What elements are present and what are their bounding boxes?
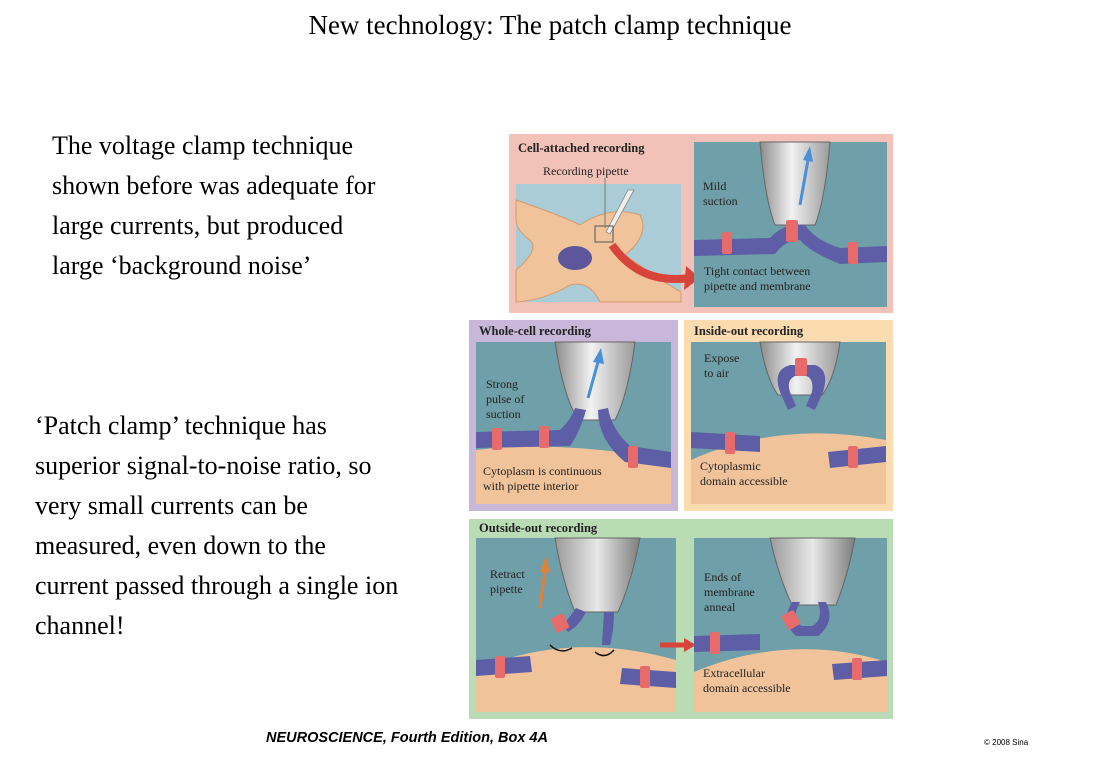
patch-clamp-figure: Cell-attached recording Recording pipett…	[469, 134, 893, 719]
svg-text:Mild: Mild	[703, 179, 726, 193]
label-expose: Expose	[704, 351, 739, 365]
footer-edition: Fourth Edition, Box 4A	[386, 730, 548, 746]
panel-cell-attached: Cell-attached recording Recording pipett…	[509, 134, 893, 313]
label-anneal: anneal	[704, 600, 736, 614]
svg-text:Strong: Strong	[486, 377, 518, 391]
panel-title-outside-out: Outside-out recording	[479, 521, 598, 535]
label-cytoplasmic: Cytoplasmic	[700, 459, 761, 473]
label-domain-accessible: domain accessible	[700, 474, 788, 488]
panel-outside-out: Outside-out recording Retract pipette En…	[469, 519, 893, 719]
svg-text:Cytoplasmic: Cytoplasmic	[700, 459, 761, 473]
panel-whole-cell: Whole-cell recording Strong pulse of suc…	[469, 320, 678, 511]
svg-text:Retract: Retract	[490, 567, 525, 581]
suction-arrow	[798, 159, 810, 206]
svg-text:pipette and membrane: pipette and membrane	[704, 279, 811, 293]
panel-title-inside-out: Inside-out recording	[694, 324, 804, 338]
svg-text:domain accessible: domain accessible	[700, 474, 788, 488]
svg-text:anneal: anneal	[704, 600, 736, 614]
recording-pipette-small	[605, 189, 635, 235]
svg-text:Extracellular: Extracellular	[703, 666, 765, 680]
svg-text:domain accessible: domain accessible	[703, 681, 791, 695]
label-extracellular: Extracellular	[703, 666, 765, 680]
label-suction: suction	[703, 194, 738, 208]
label-ends-of: Ends of	[704, 570, 741, 584]
paragraph-patch-clamp: ‘Patch clamp’ technique has superior sig…	[35, 411, 399, 640]
label-cytoplasm-2: with pipette interior	[483, 479, 578, 493]
nucleus	[558, 246, 592, 270]
retract-arrow	[538, 569, 547, 609]
panel-inside-out: Inside-out recording Expose to air Cytop…	[684, 320, 893, 511]
label-to-air: to air	[704, 366, 729, 380]
svg-text:Tight contact between: Tight contact between	[704, 264, 810, 278]
panel-title-cell-attached: Cell-attached recording	[518, 141, 645, 155]
svg-text:suction: suction	[703, 194, 738, 208]
label-mild: Mild	[703, 179, 726, 193]
footer-citation: NEUROSCIENCE, Fourth Edition, Box 4A	[266, 730, 548, 746]
label-strong: Strong	[486, 377, 518, 391]
svg-text:with pipette interior: with pipette interior	[483, 479, 578, 493]
svg-text:suction: suction	[486, 407, 521, 421]
svg-text:Cytoplasm is continuous: Cytoplasm is continuous	[483, 464, 602, 478]
panel-title-whole-cell: Whole-cell recording	[479, 324, 592, 338]
label-pulse-of: pulse of	[486, 392, 524, 406]
svg-text:pipette: pipette	[490, 582, 523, 596]
label-recording-pipette: Recording pipette	[543, 164, 629, 178]
label-retract: Retract	[490, 567, 525, 581]
label-suction-2: suction	[486, 407, 521, 421]
svg-text:to air: to air	[704, 366, 729, 380]
paragraph-voltage-clamp: The voltage clamp technique shown before…	[52, 131, 376, 280]
label-membrane: membrane	[704, 585, 755, 599]
label-tight-contact-1: Tight contact between	[704, 264, 810, 278]
copyright: © 2008 Sina	[984, 738, 1029, 747]
footer-book: NEUROSCIENCE,	[266, 730, 387, 746]
membrane-cell-attached	[694, 224, 887, 264]
label-extracellular-domain: domain accessible	[703, 681, 791, 695]
svg-text:Expose: Expose	[704, 351, 739, 365]
pipette-cell-attached	[759, 141, 831, 226]
channel	[786, 220, 798, 242]
channel	[722, 232, 732, 254]
svg-text:Ends of: Ends of	[704, 570, 741, 584]
cell-whole-cell	[476, 446, 671, 504]
label-pipette: pipette	[490, 582, 523, 596]
slide-title: New technology: The patch clamp techniqu…	[308, 10, 792, 40]
zoom-arrow	[608, 242, 691, 283]
label-cytoplasm-1: Cytoplasm is continuous	[483, 464, 602, 478]
zoom-box	[594, 225, 614, 243]
label-tight-contact-2: pipette and membrane	[704, 279, 811, 293]
channel	[848, 242, 858, 264]
neuron-cell-body	[515, 199, 682, 303]
svg-text:pulse of: pulse of	[486, 392, 524, 406]
svg-text:membrane: membrane	[704, 585, 755, 599]
